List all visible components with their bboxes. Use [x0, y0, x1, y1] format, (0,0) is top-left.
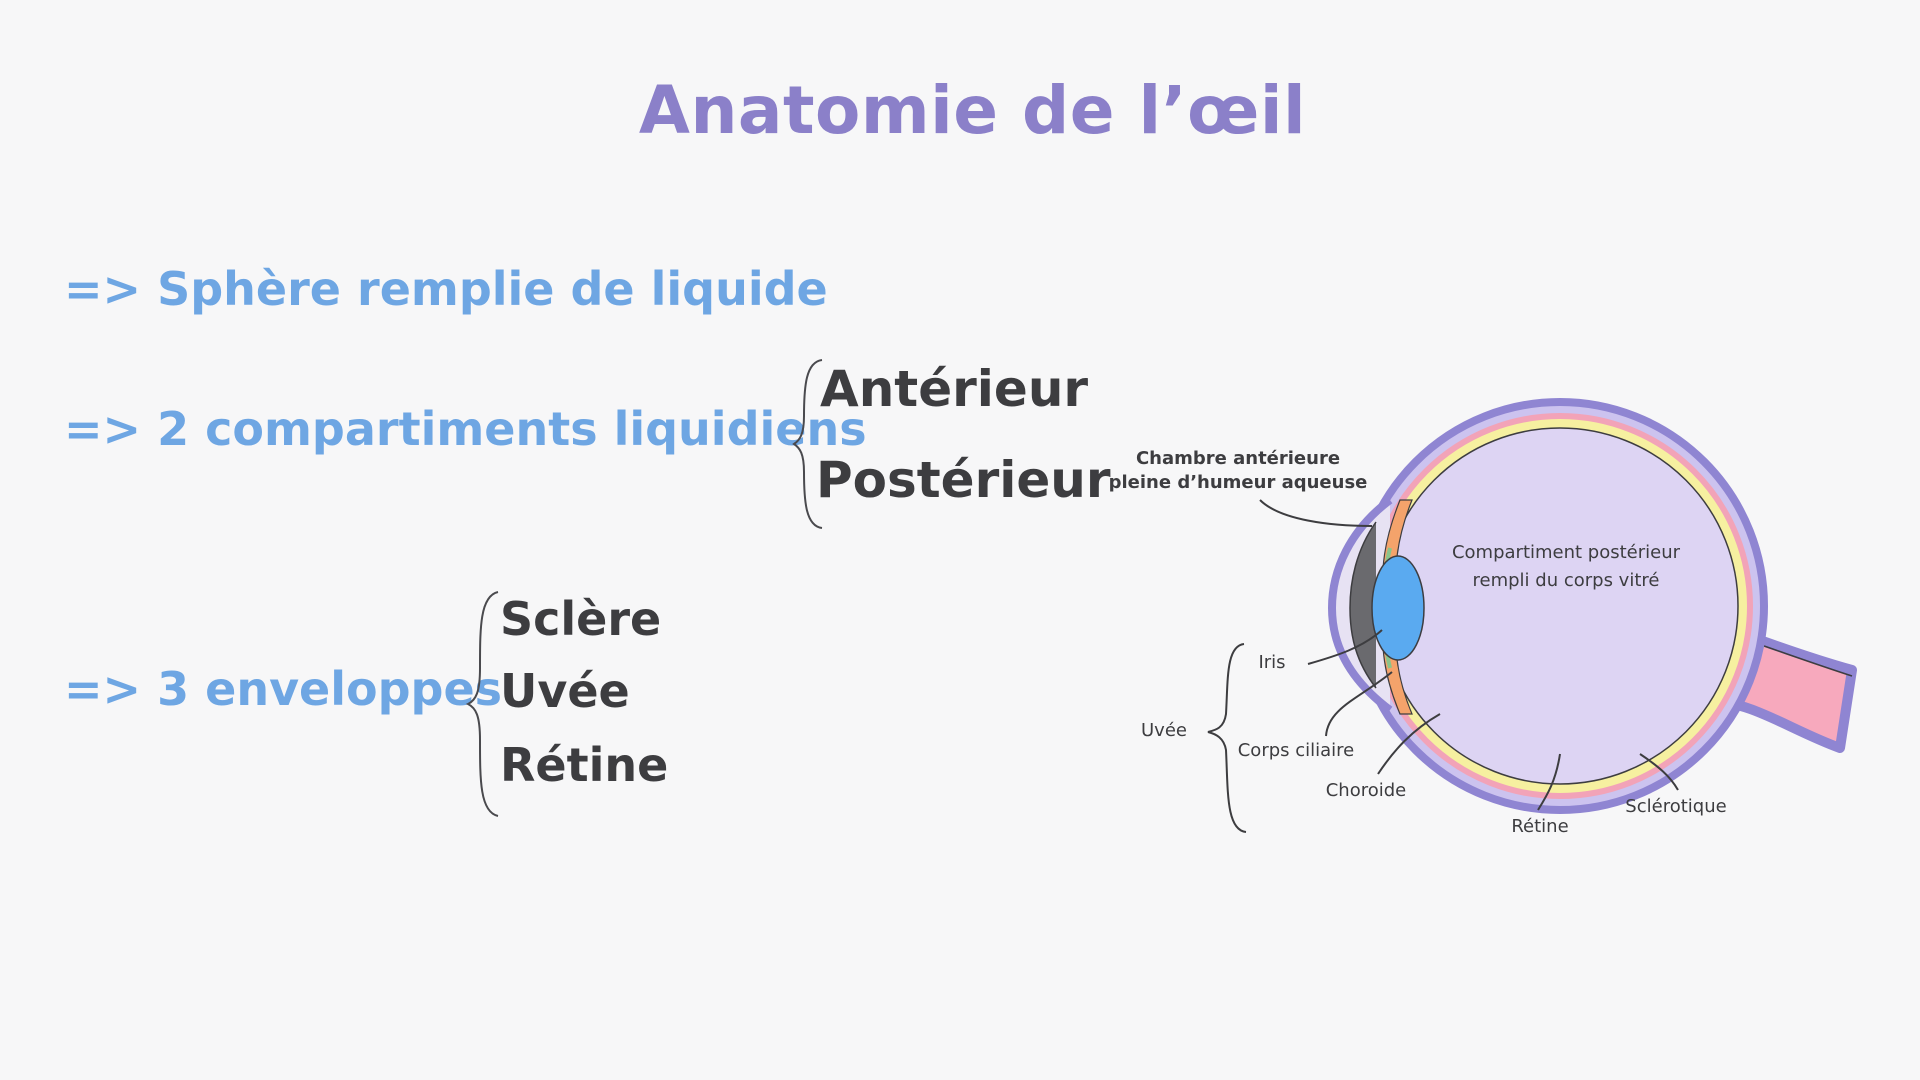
- label-ciliary-body: Corps ciliaire: [1238, 740, 1355, 761]
- eye-diagram: Chambre antérieure pleine d’humeur aqueu…: [1109, 398, 1857, 837]
- envelopes-brace: [465, 591, 499, 817]
- page-title: Anatomie de l’œil: [638, 72, 1307, 149]
- bullet-envelopes: => 3 enveloppes: [64, 662, 503, 716]
- compartments-brace: [792, 359, 823, 529]
- label-posterior-1: Compartiment postérieur: [1452, 542, 1681, 563]
- label-choroid: Choroide: [1326, 780, 1407, 801]
- lens: [1371, 555, 1425, 661]
- compartment-posterior: Postérieur: [816, 451, 1111, 509]
- envelope-retine: Rétine: [500, 738, 669, 792]
- bullet-compartments: => 2 compartiments liquidiens: [64, 402, 867, 456]
- label-anterior-chamber-2: pleine d’humeur aqueuse: [1109, 472, 1368, 493]
- envelope-uvee: Uvée: [500, 664, 630, 718]
- bullet-sphere: => Sphère remplie de liquide: [64, 262, 828, 316]
- compartment-anterior: Antérieur: [820, 360, 1089, 418]
- envelope-sclere: Sclère: [500, 592, 662, 646]
- label-uvee: Uvée: [1141, 720, 1187, 741]
- label-sclera: Sclérotique: [1625, 796, 1726, 817]
- label-retina: Rétine: [1511, 816, 1568, 837]
- vitreous-body: [1381, 427, 1739, 785]
- label-iris: Iris: [1258, 652, 1285, 673]
- label-anterior-chamber-1: Chambre antérieure: [1136, 448, 1340, 469]
- label-posterior-2: rempli du corps vitré: [1473, 570, 1660, 591]
